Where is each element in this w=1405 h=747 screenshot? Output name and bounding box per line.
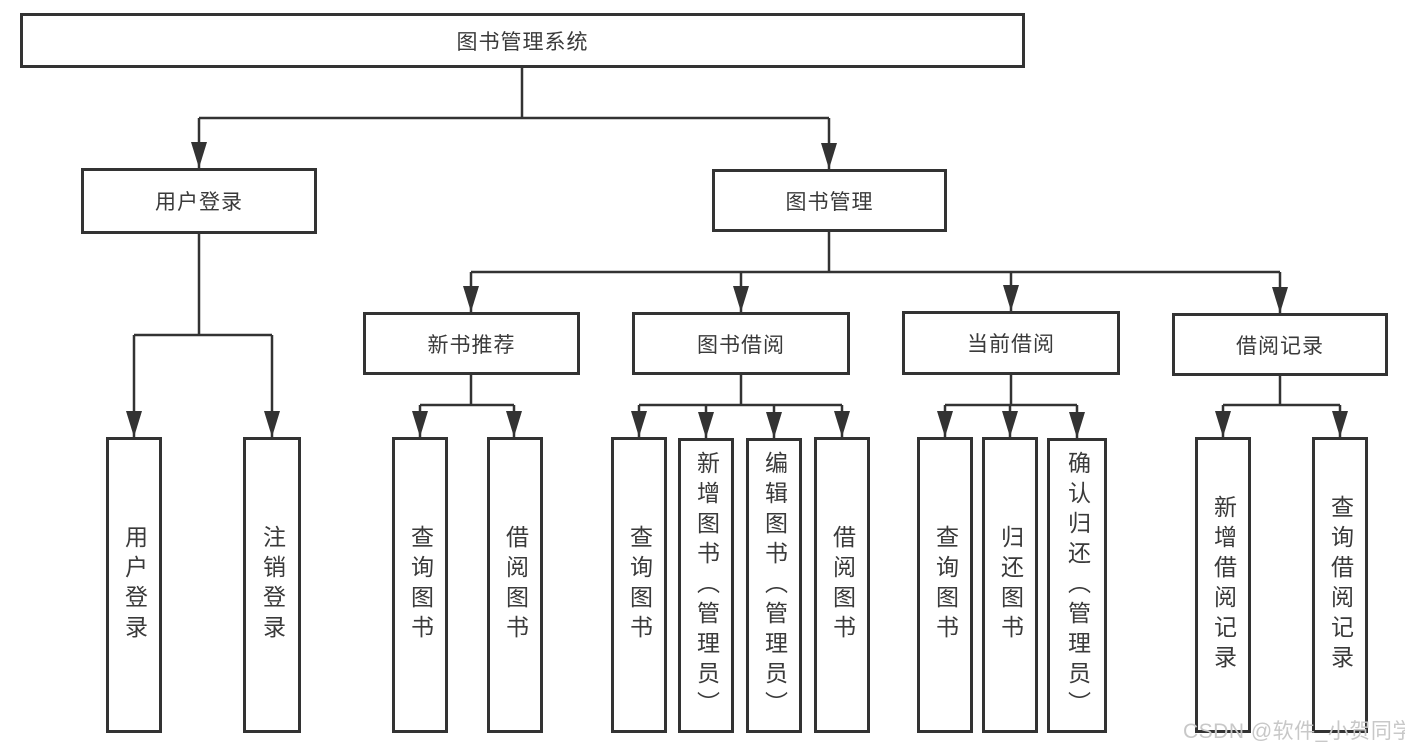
leaf-label: 查询图书 [407, 525, 434, 645]
leaf-label: 新增图书（管理员） [693, 450, 720, 721]
leaf-return-books: 归还图书 [982, 437, 1038, 733]
connector-segments [134, 68, 1340, 407]
leaf-label: 编辑图书（管理员） [761, 450, 788, 721]
node-new-book-recommendation: 新书推荐 [363, 312, 580, 375]
leaf-label: 注销登录 [259, 525, 286, 645]
node-label: 图书管理 [785, 190, 874, 214]
leaf-label: 确认归还（管理员） [1064, 450, 1091, 721]
leaf-label: 借阅图书 [502, 525, 529, 645]
leaf-query-borrow-record: 查询借阅记录 [1312, 437, 1368, 733]
node-label: 借阅记录 [1236, 334, 1324, 358]
leaf-label: 查询图书 [932, 525, 959, 645]
leaf-label: 归还图书 [997, 525, 1024, 645]
leaf-label: 用户登录 [121, 525, 148, 645]
connector-arrows [126, 118, 1348, 438]
leaf-label: 查询借阅记录 [1327, 495, 1354, 675]
leaf-add-books-admin: 新增图书（管理员） [678, 438, 734, 733]
node-label: 用户登录 [155, 191, 243, 214]
leaf-query-books-recommend: 查询图书 [392, 437, 448, 733]
leaf-borrow-books-recommend: 借阅图书 [487, 437, 543, 733]
leaf-user-login: 用户登录 [106, 437, 162, 733]
node-label: 图书借阅 [697, 333, 785, 357]
leaf-logout: 注销登录 [243, 437, 301, 733]
leaf-confirm-return-admin: 确认归还（管理员） [1047, 438, 1107, 733]
leaf-label: 查询图书 [626, 525, 653, 645]
csdn-watermark: CSDN @软件_小贺同学 [1183, 720, 1405, 743]
node-label: 图书管理系统 [456, 30, 589, 54]
leaf-edit-books-admin: 编辑图书（管理员） [746, 438, 802, 733]
node-book-borrowing: 图书借阅 [632, 312, 850, 375]
leaf-label: 借阅图书 [829, 525, 856, 645]
node-label: 当前借阅 [967, 333, 1055, 356]
node-library-management-system: 图书管理系统 [20, 13, 1025, 68]
node-current-borrowing: 当前借阅 [902, 311, 1120, 375]
leaf-query-books-current: 查询图书 [917, 437, 973, 733]
leaf-add-borrow-record: 新增借阅记录 [1195, 437, 1251, 733]
leaf-label: 新增借阅记录 [1210, 495, 1237, 675]
node-label: 新书推荐 [427, 333, 516, 357]
leaf-borrow-books-borrowing: 借阅图书 [814, 437, 870, 733]
node-book-management: 图书管理 [712, 169, 947, 232]
node-borrowing-records: 借阅记录 [1172, 313, 1388, 376]
leaf-query-books-borrowing: 查询图书 [611, 437, 667, 733]
node-user-login: 用户登录 [81, 168, 317, 234]
